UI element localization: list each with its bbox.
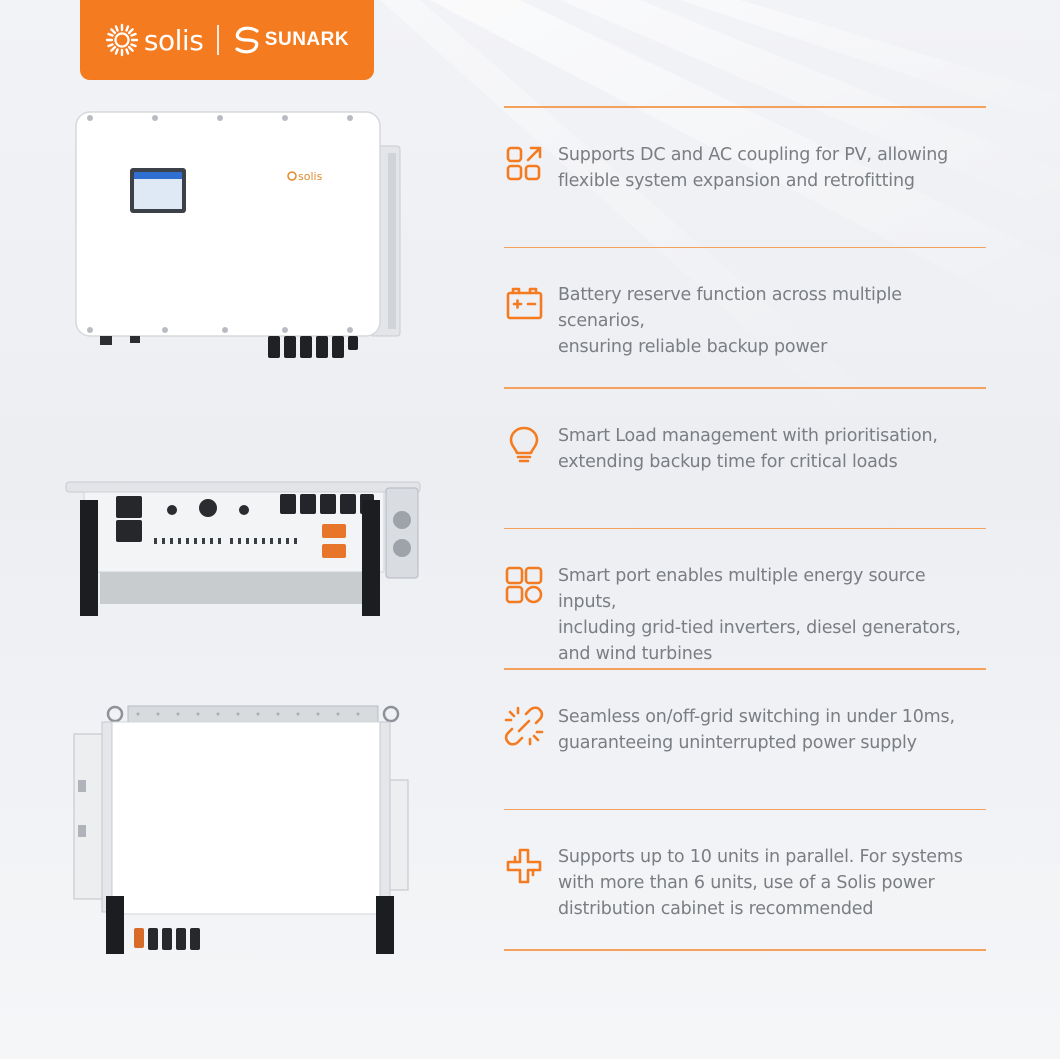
- feature-text: Smart Load management with prioritisatio…: [558, 425, 938, 472]
- feature-text: Supports up to 10 units in parallel. For…: [558, 847, 963, 919]
- four-squares-icon: [505, 566, 543, 604]
- sunark-emblem-icon: [235, 26, 259, 54]
- expand-arrow-grid-icon: [506, 146, 542, 180]
- feature-divider: [504, 949, 986, 951]
- logo-divider: [217, 25, 219, 55]
- sunark-logo: SUNARK: [233, 26, 349, 54]
- feature-divider: [504, 668, 986, 670]
- feature-text: Seamless on/off-grid switching in under …: [558, 706, 955, 753]
- parallel-connect-icon: [506, 848, 542, 884]
- device-solis-logo: solis: [298, 170, 323, 183]
- feature-divider: [504, 246, 986, 248]
- feature-text: Smart port enables multiple energy sourc…: [558, 566, 961, 664]
- feature-item: Smart Load management with prioritisatio…: [504, 389, 986, 528]
- feature-item: Smart port enables multiple energy sourc…: [504, 529, 986, 668]
- feature-divider: [504, 527, 986, 529]
- feature-list: Supports DC and AC coupling for PV, allo…: [504, 106, 986, 951]
- solis-logo: solis: [105, 23, 204, 57]
- feature-divider: [504, 808, 986, 810]
- lightbulb-icon: [509, 426, 539, 462]
- brand-logo-tab: solis SUNARK: [80, 0, 374, 80]
- inverter-rear-view: [73, 705, 409, 954]
- feature-divider: [504, 106, 986, 108]
- feature-text: Supports DC and AC coupling for PV, allo…: [558, 144, 949, 191]
- feature-item: Supports DC and AC coupling for PV, allo…: [504, 108, 986, 247]
- inverter-bottom-view: [65, 481, 421, 616]
- feature-item: Seamless on/off-grid switching in under …: [504, 670, 986, 809]
- feature-item: Battery reserve function across multiple…: [504, 248, 986, 387]
- feature-text: Battery reserve function across multiple…: [558, 285, 902, 357]
- battery-icon: [506, 287, 543, 320]
- feature-item: Supports up to 10 units in parallel. For…: [504, 810, 986, 949]
- sun-icon: [105, 23, 139, 57]
- feature-divider: [504, 387, 986, 389]
- solis-logo-text: solis: [143, 23, 204, 57]
- broken-link-icon: [504, 705, 544, 746]
- sunark-logo-text: SUNARK: [264, 29, 350, 50]
- inverter-front-view: solis: [75, 111, 401, 358]
